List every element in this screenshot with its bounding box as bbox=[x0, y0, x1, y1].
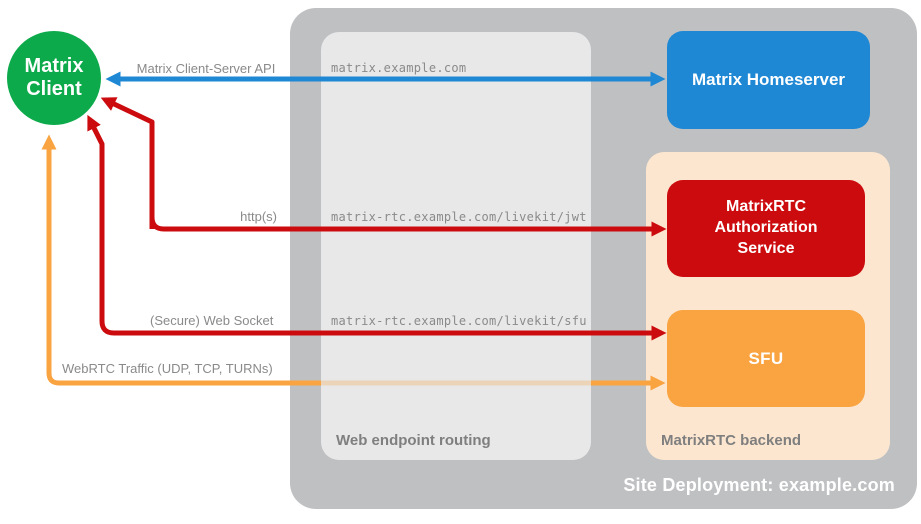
matrixrtc-authorization-service-label: MatrixRTC Authorization Service bbox=[714, 198, 818, 257]
matrix-client-label-line2: Client bbox=[26, 78, 82, 100]
matrix-client-label-line1: Matrix bbox=[24, 55, 84, 77]
matrix-client-node: Matrix Client bbox=[7, 31, 101, 125]
jwt-endpoint-url: matrix-rtc.example.com/livekit/jwt bbox=[331, 210, 587, 224]
sfu-label: SFU bbox=[748, 348, 784, 368]
webrtc-arrow-to-client bbox=[41, 134, 321, 386]
homeserver-endpoint-url: matrix.example.com bbox=[331, 61, 467, 75]
webrtc-arrow-label: WebRTC Traffic (UDP, TCP, TURNs) bbox=[62, 361, 273, 376]
web-endpoint-routing-container: Web endpoint routing bbox=[321, 32, 591, 460]
web-endpoint-routing-label: Web endpoint routing bbox=[336, 432, 491, 449]
sfu-node: SFU bbox=[667, 310, 865, 407]
http-arrow-label: http(s) bbox=[240, 209, 277, 224]
cs-api-arrow-label: Matrix Client-Server API bbox=[136, 61, 276, 76]
sfu-endpoint-url: matrix-rtc.example.com/livekit/sfu bbox=[331, 314, 587, 328]
websocket-arrow-label: (Secure) Web Socket bbox=[150, 313, 274, 328]
matrixrtc-authorization-service-node: MatrixRTC Authorization Service bbox=[667, 180, 865, 277]
site-deployment-label: Site Deployment: example.com bbox=[623, 475, 895, 495]
matrix-homeserver-label: Matrix Homeserver bbox=[691, 70, 846, 89]
matrixrtc-backend-label: MatrixRTC backend bbox=[661, 432, 802, 449]
matrix-homeserver-node: Matrix Homeserver bbox=[667, 31, 870, 129]
